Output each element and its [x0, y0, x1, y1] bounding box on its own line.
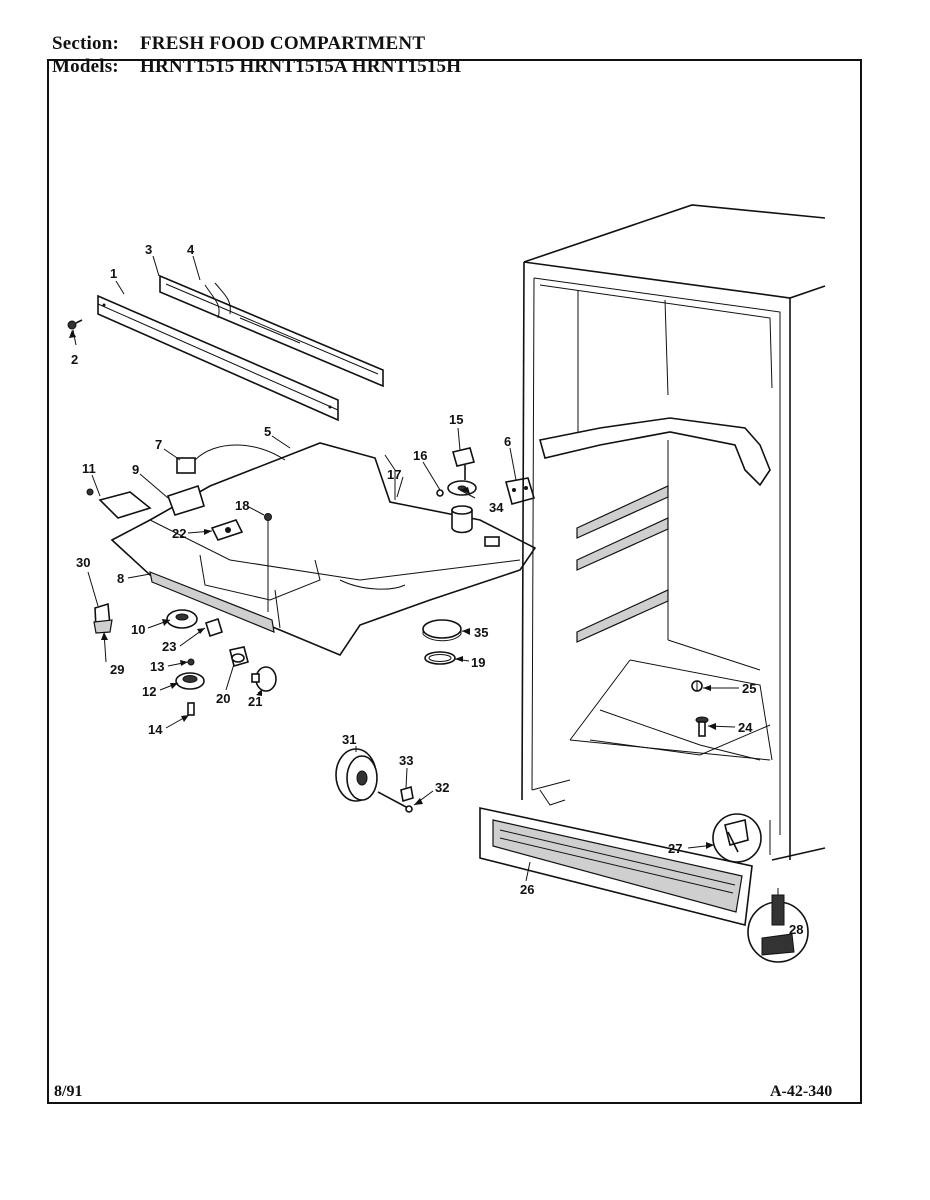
- switch-part-7: [176, 444, 286, 474]
- clip-part-30-29: [93, 602, 113, 634]
- callout-9: 9: [132, 462, 139, 477]
- detail-circle-28: [747, 888, 809, 963]
- callout-8: 8: [117, 571, 124, 586]
- screw-part-14: [187, 702, 195, 716]
- bracket-part-11: [86, 488, 152, 519]
- callout-10: 10: [131, 622, 145, 637]
- cap-part-35: [422, 619, 462, 642]
- socket-part-20: [229, 646, 249, 667]
- footer-date: 8/91: [54, 1083, 83, 1100]
- screw-part-2: [67, 319, 83, 330]
- models-header: Models: HRNT1515 HRNT1515A HRNT1515H: [52, 56, 461, 78]
- callout-11: 11: [82, 461, 96, 476]
- callout-29: 29: [110, 662, 124, 677]
- callout-6: 6: [504, 434, 511, 449]
- rail-part-1: [97, 294, 339, 422]
- callout-26: 26: [520, 882, 534, 897]
- callout-34: 34: [489, 500, 504, 515]
- callout-7: 7: [155, 437, 162, 452]
- callout-32: 32: [435, 780, 449, 795]
- callout-22: 22: [172, 526, 186, 541]
- section-label: Section:: [52, 33, 120, 54]
- axle-part-32: [377, 791, 413, 813]
- callout-28-leveler: 28: [789, 922, 803, 937]
- grille-part-26: [479, 807, 753, 926]
- callout-16: 16: [413, 448, 427, 463]
- callout-19: 19: [471, 655, 485, 670]
- callout-3: 3: [145, 242, 152, 257]
- callout-1: 1: [110, 266, 117, 281]
- light-shield-part-8: [149, 571, 275, 633]
- arrowheads: [69, 330, 716, 849]
- callout-2: 2: [71, 352, 78, 367]
- gasket-part-19: [424, 651, 456, 665]
- section-header: Section: FRESH FOOD COMPARTMENT: [52, 33, 425, 55]
- callout-27: 27: [668, 841, 682, 856]
- callout-4: 4: [187, 242, 195, 257]
- callout-14: 14: [148, 722, 163, 737]
- callout-5: 5: [264, 424, 271, 439]
- section-title: FRESH FOOD COMPARTMENT: [140, 33, 426, 54]
- socket-part-12: [175, 672, 205, 690]
- footer-drawing-code: A-42-340: [770, 1083, 833, 1100]
- callout-labels: 1 2 3 4 5 6 7 8 9 10 11 12 13 14 15 16 1…: [71, 242, 803, 937]
- callout-13: 13: [150, 659, 164, 674]
- callout-12: 12: [142, 684, 156, 699]
- screw-part-24: [695, 716, 709, 737]
- callout-21: 21: [248, 694, 262, 709]
- nut-part-13: [187, 658, 195, 666]
- detail-circle-27: [712, 813, 762, 863]
- callout-35: 35: [474, 625, 488, 640]
- screw-part-18: [264, 513, 272, 612]
- bracket-part-9: [166, 484, 205, 516]
- wiring-part-4: [204, 282, 301, 344]
- bracket-part-33: [400, 785, 414, 803]
- callout-23: 23: [162, 639, 176, 654]
- callout-20: 20: [216, 691, 230, 706]
- diagram-frame: [47, 59, 862, 1104]
- knob-part-15: [452, 447, 475, 480]
- cabinet: [521, 204, 826, 861]
- models-label: Models:: [52, 56, 119, 77]
- models-list: HRNT1515 HRNT1515A HRNT1515H: [140, 56, 462, 77]
- screw-part-25: [691, 680, 703, 692]
- callout-18: 18: [235, 498, 249, 513]
- callout-30: 30: [76, 555, 90, 570]
- housing-part-6: [504, 477, 536, 505]
- callout-25: 25: [742, 681, 756, 696]
- callout-33: 33: [399, 753, 413, 768]
- clip-part-23: [205, 617, 223, 638]
- callout-24: 24: [738, 720, 753, 735]
- bulb-part-21: [251, 666, 277, 692]
- callout-15: 15: [449, 412, 463, 427]
- clip-part-22: [210, 519, 244, 541]
- roller-part-31: [335, 748, 378, 802]
- callout-31: 31: [342, 732, 356, 747]
- callout-17: 17: [387, 467, 401, 482]
- grommet-part-10: [166, 609, 198, 629]
